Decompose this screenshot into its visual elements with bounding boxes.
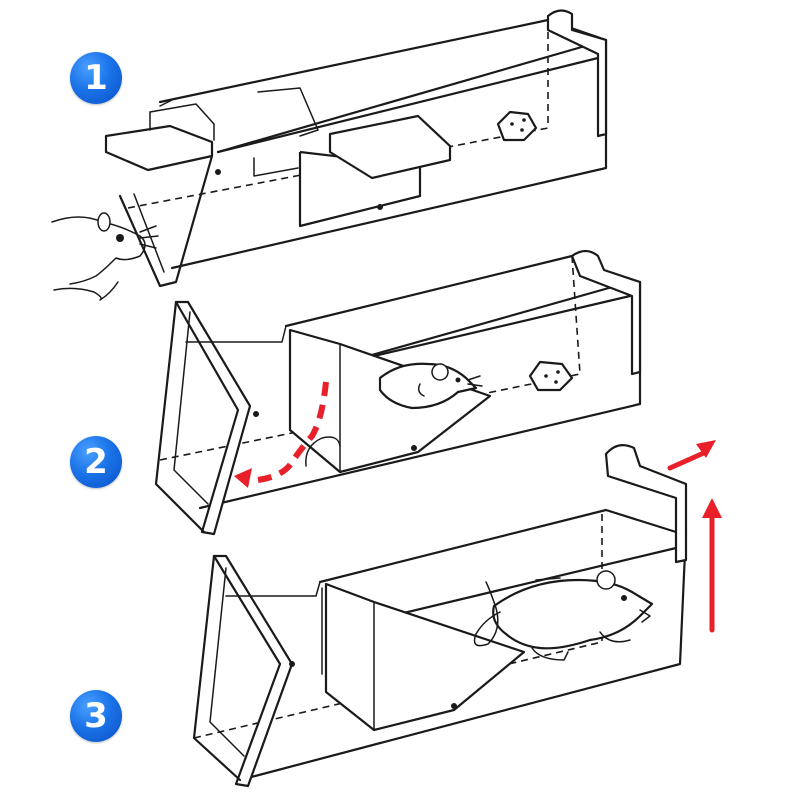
- step-3-rear-door-open: [604, 443, 688, 564]
- step-3-front-frame: [192, 554, 242, 782]
- step-3-mouse-tail: [473, 581, 501, 647]
- step-3-box-top-edge: [318, 508, 678, 584]
- step-1-door-latch: [149, 103, 215, 141]
- step-1-divider-lower: [253, 157, 299, 177]
- step-3-escape-arrows: [667, 440, 722, 633]
- step-1-rear-door: [546, 9, 608, 138]
- step-1-hinge-dot: [215, 169, 221, 175]
- step-1-mouse-icon: [51, 212, 159, 301]
- escape-arrow-up-icon: [702, 498, 722, 633]
- step-3-pivot-dot: [451, 703, 457, 709]
- step-3-front-frame-inner: [209, 567, 245, 757]
- step-3-box-front-top: [372, 546, 678, 622]
- step-2-door-rail: [185, 325, 287, 343]
- step-3-hinge-dot: [289, 661, 295, 667]
- step-2-mouse-icon: [378, 362, 483, 410]
- step-2-divider: [289, 329, 341, 473]
- step-3-badge: 3: [70, 690, 122, 742]
- step-2-hinge-dot: [253, 411, 259, 417]
- step-2-badge: 2: [70, 436, 122, 488]
- step-1-bait-tray: [328, 114, 452, 180]
- step-3-front-door: [212, 554, 294, 788]
- step-1-divider: [257, 87, 319, 137]
- step-3-divider: [325, 583, 375, 731]
- step-3-door-rail: [225, 581, 321, 597]
- step-2-trap: [154, 249, 642, 536]
- step-2-front-frame-inner: [173, 311, 209, 505]
- step-1-badge: 1: [70, 52, 122, 104]
- step-2-bait-icon: [528, 360, 574, 392]
- step-1-front-door: [104, 124, 214, 172]
- step-2-rear-door: [570, 249, 642, 376]
- step-2-box-back-vertical: [571, 255, 581, 375]
- step-1-front-frame: [118, 154, 214, 288]
- step-2-box-front-top: [338, 294, 632, 366]
- step-1-pivot-dot: [377, 204, 383, 210]
- step-3-box-front-bottom: [238, 528, 688, 782]
- step-2-pivot-dot: [411, 445, 417, 451]
- step-1-bait-icon: [496, 110, 538, 142]
- escape-arrow-diagonal-icon: [667, 440, 716, 471]
- step-2-mouse-tail: [305, 436, 341, 467]
- step-2-front-door: [174, 300, 252, 536]
- step-1-box-top-edge: [158, 18, 608, 154]
- step-1-trap: [104, 9, 608, 288]
- step-1-door-latch-hook: [149, 99, 173, 131]
- step-1-front-frame-inner: [133, 193, 165, 273]
- step-2-front-frame: [154, 300, 206, 534]
- step-1-box-front-top: [216, 54, 608, 154]
- step-3-trap: [192, 443, 688, 788]
- step-2-trigger-arrow: [234, 381, 329, 488]
- step-3-mouse-icon: [492, 570, 654, 661]
